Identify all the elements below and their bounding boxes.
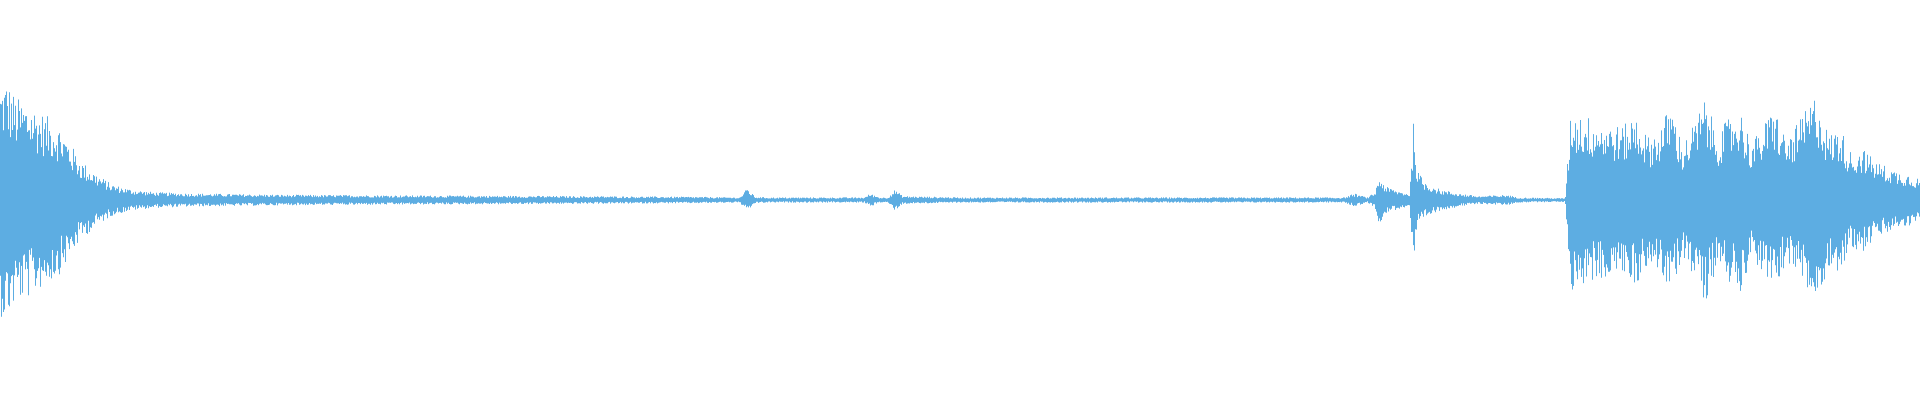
waveform-path [0, 91, 1920, 317]
waveform-samples [0, 91, 1920, 317]
